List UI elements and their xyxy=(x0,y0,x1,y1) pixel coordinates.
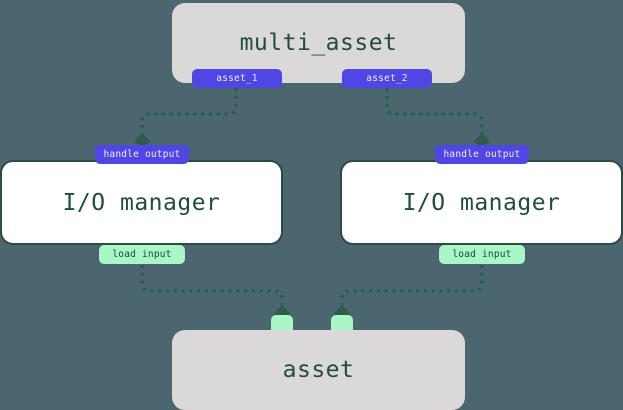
port-asset-1[interactable]: asset_1 xyxy=(192,69,282,88)
port-asset-1-label: asset_1 xyxy=(216,73,258,84)
edge-load-input-right-to-asset-in2 xyxy=(334,265,484,321)
port-handle-output-right-label: handle output xyxy=(443,149,521,160)
edge-load-input-left-to-asset-in1 xyxy=(140,265,290,321)
node-io-manager-right-label: I/O manager xyxy=(402,189,561,216)
port-load-input-right[interactable]: load input xyxy=(439,245,525,264)
port-handle-output-right[interactable]: handle output xyxy=(435,145,529,164)
edge-asset2-to-handle-output-right xyxy=(385,88,490,149)
port-asset-2-label: asset_2 xyxy=(366,73,408,84)
port-load-input-left-label: load input xyxy=(112,249,172,260)
port-handle-output-left[interactable]: handle output xyxy=(95,145,189,164)
node-io-manager-right[interactable]: I/O manager xyxy=(340,160,623,245)
node-asset[interactable]: asset xyxy=(172,330,465,410)
port-handle-output-left-label: handle output xyxy=(103,149,181,160)
port-asset-2[interactable]: asset_2 xyxy=(342,69,432,88)
node-io-manager-left[interactable]: I/O manager xyxy=(0,160,283,245)
port-load-input-right-label: load input xyxy=(452,249,512,260)
node-io-manager-left-label: I/O manager xyxy=(62,189,221,216)
edge-asset1-to-handle-output-left xyxy=(134,88,238,149)
node-multi-asset-label: multi_asset xyxy=(239,30,398,56)
port-load-input-left[interactable]: load input xyxy=(99,245,185,264)
node-asset-label: asset xyxy=(282,357,355,383)
